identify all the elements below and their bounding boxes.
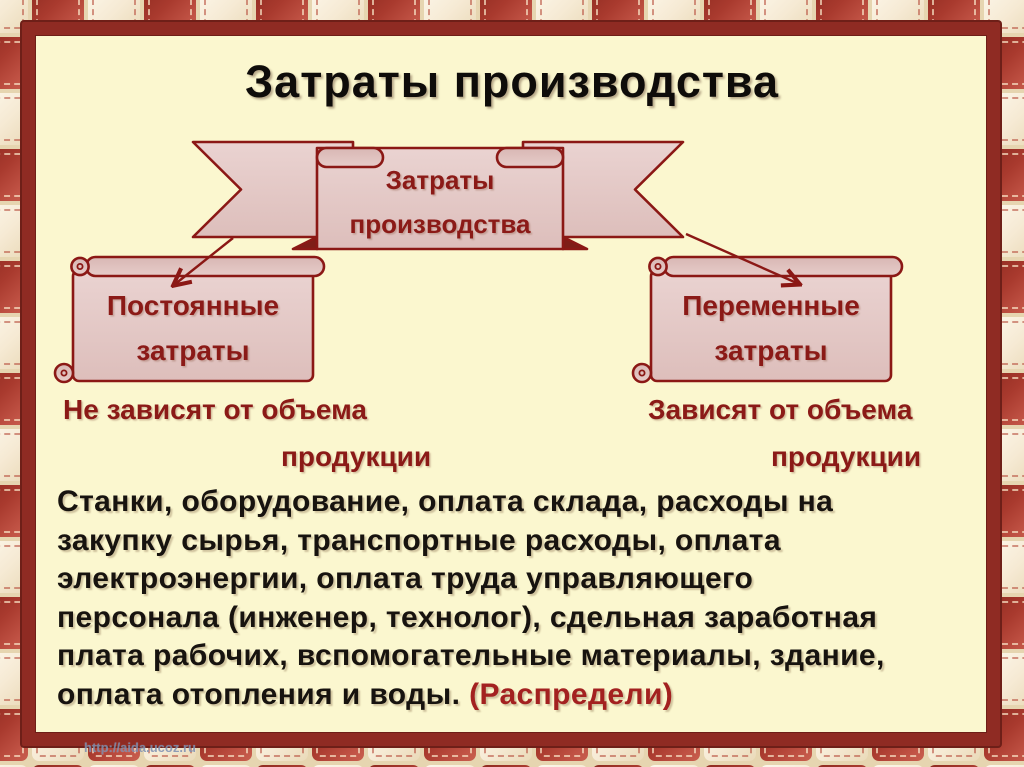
paragraph-line: плата рабочих, вспомогательные материалы… <box>57 639 885 672</box>
watermark-url: http://aida.ucoz.ru <box>84 740 196 755</box>
fixed-costs-note-line2: продукции <box>281 441 432 472</box>
paragraph-last-line-text: оплата отопления и воды. <box>57 677 470 711</box>
variable-costs-note: Зависят от объема продукции <box>648 386 921 480</box>
fixed-costs-note: Не зависят от объема продукции <box>63 386 431 480</box>
quilt-tile <box>0 765 28 767</box>
variable-costs-note-line2: продукции <box>771 441 922 472</box>
quilt-tile <box>368 765 420 767</box>
quilt-tile <box>88 765 140 767</box>
fixed-costs-note-line1: Не зависят от объема <box>63 394 367 425</box>
quilt-tile <box>144 765 196 767</box>
fixed-costs-label: Постоянные затраты <box>73 283 313 373</box>
fixed-costs-line1: Постоянные <box>106 290 280 321</box>
quilt-tile <box>256 765 308 767</box>
paragraph-last-line: оплата отопления и воды. (Распредели) <box>57 676 992 715</box>
quilt-tile <box>760 765 812 767</box>
slide-title: Затраты производства <box>244 56 780 107</box>
quilt-tile <box>0 0 28 33</box>
paragraph-line: персонала (инженер, технолог), сдельная … <box>57 600 878 634</box>
paragraph-line: закупку сырья, транспортные расходы, опл… <box>57 523 781 557</box>
root-banner-line2: производства <box>349 209 531 239</box>
variable-costs-note-line1: Зависят от объема <box>648 394 913 425</box>
quilt-tile <box>872 765 924 767</box>
quilt-tile <box>536 765 588 767</box>
variable-costs-line2: затраты <box>714 335 828 366</box>
quilt-tile <box>928 765 980 767</box>
quilt-tile <box>704 765 756 767</box>
quilt-tile <box>480 765 532 767</box>
root-banner-line1: Затраты <box>385 165 495 195</box>
fixed-costs-line2: затраты <box>136 335 250 366</box>
quilt-tile <box>424 765 476 767</box>
slide-frame <box>22 22 1000 746</box>
quilt-tile <box>984 765 1024 767</box>
costs-examples-paragraph: Станки, оборудование, оплата склада, рас… <box>57 483 992 714</box>
root-banner-label: Затраты производства <box>317 158 563 246</box>
variable-costs-label: Переменные затраты <box>651 283 891 373</box>
quilt-tile <box>200 765 252 767</box>
quilt-tile <box>816 765 868 767</box>
quilt-tile <box>32 765 84 767</box>
variable-costs-line1: Переменные <box>682 290 860 321</box>
quilt-tile <box>648 765 700 767</box>
quilt-tile <box>592 765 644 767</box>
quilt-tile <box>312 765 364 767</box>
paragraph-line: электроэнергии, оплата труда управляющег… <box>57 562 754 595</box>
paragraph-line: Станки, оборудование, оплата склада, рас… <box>57 485 834 518</box>
distribute-task-label: (Распредели) <box>469 677 674 711</box>
